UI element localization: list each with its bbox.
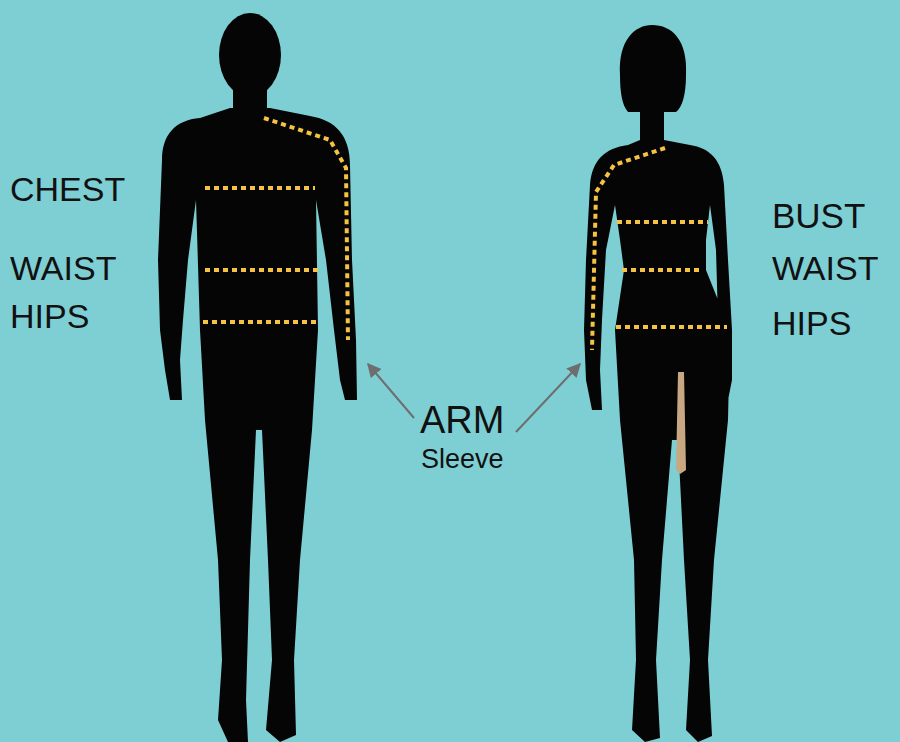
measure-label: CHEST bbox=[10, 172, 125, 206]
measure-label: WAIST bbox=[772, 251, 878, 285]
measure-label: Sleeve bbox=[421, 446, 504, 473]
measure-label: HIPS bbox=[10, 299, 89, 333]
woman-silhouette bbox=[584, 25, 732, 742]
measure-label: ARM bbox=[420, 401, 504, 439]
measure-label: BUST bbox=[772, 198, 865, 233]
man-silhouette bbox=[158, 13, 357, 742]
measure-label: WAIST bbox=[10, 251, 116, 285]
measure-label: HIPS bbox=[772, 306, 851, 340]
measure-lines bbox=[203, 118, 727, 350]
